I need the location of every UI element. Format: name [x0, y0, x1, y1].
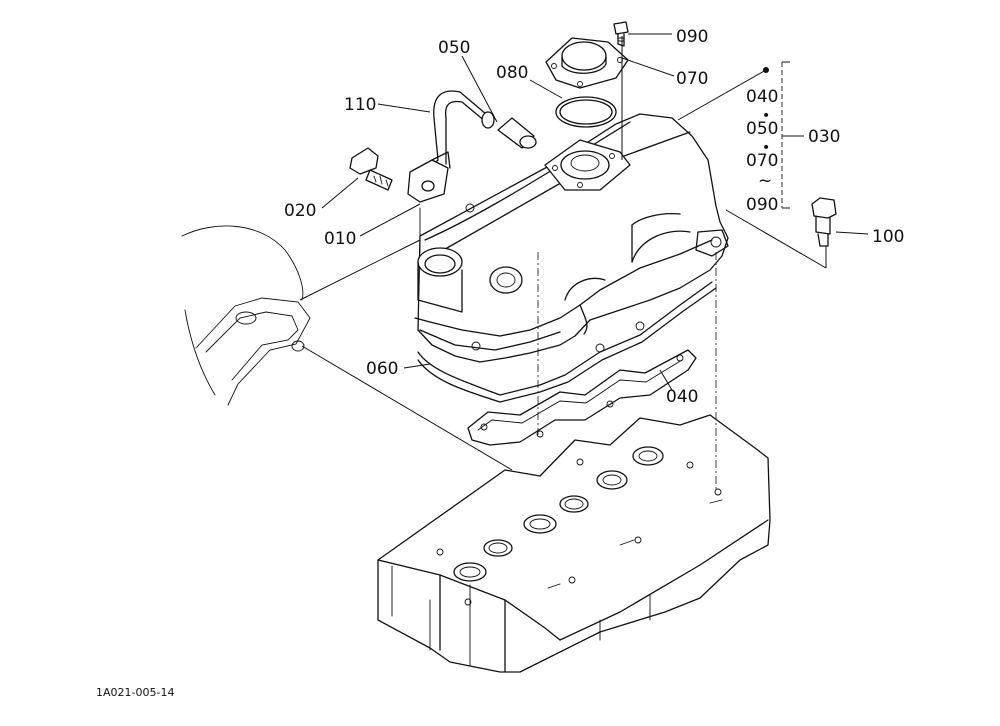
- valve-seat-row: [453, 446, 664, 582]
- o-ring-080: [555, 96, 617, 128]
- bolt-100: [811, 197, 837, 247]
- cylinder-head: [377, 414, 771, 673]
- kit-item-3: 070: [746, 151, 778, 171]
- callout-090: 090: [676, 27, 708, 47]
- callout-060: 060: [366, 359, 398, 379]
- callout-010: 010: [324, 229, 356, 249]
- breather-cap-070: [545, 37, 629, 89]
- callout-040: 040: [666, 387, 698, 407]
- kit-item-1: 040: [746, 87, 778, 107]
- callout-100: 100: [872, 227, 904, 247]
- hose-050: [497, 117, 537, 149]
- callout-leaders: [321, 33, 869, 391]
- screw-090: [613, 21, 629, 47]
- head-cover: [414, 113, 729, 363]
- callout-020: 020: [284, 201, 316, 221]
- kit-range-mark: ~: [758, 171, 772, 191]
- engine-block-outline: [181, 225, 311, 406]
- kit-separator-2: •: [762, 140, 770, 156]
- kit-item-2: 050: [746, 119, 778, 139]
- callout-030: 030: [808, 127, 840, 147]
- kit-group-list: 040 • 050 • 070 ~ 090: [746, 87, 778, 215]
- kit-marker-dot: [763, 67, 769, 73]
- kit-separator-1: •: [762, 108, 770, 124]
- callout-070: 070: [676, 69, 708, 89]
- kit-item-4: 090: [746, 195, 778, 215]
- bolt-020: [349, 147, 393, 191]
- clamp-010: [407, 151, 451, 203]
- assembly-lines: [299, 36, 827, 490]
- callout-080: 080: [496, 63, 528, 83]
- figure-code: 1A021-005-14: [96, 686, 174, 699]
- callout-050: 050: [438, 38, 470, 58]
- callout-110: 110: [344, 95, 376, 115]
- breather-pipe-110: [417, 90, 495, 181]
- gasket-040: [467, 349, 697, 446]
- callout-labels: 090 050 080 070 110 020 010 060 040 100 …: [284, 27, 904, 407]
